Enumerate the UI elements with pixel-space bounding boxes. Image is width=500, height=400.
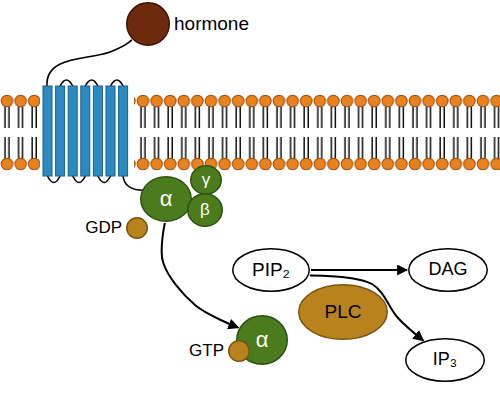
node-ellipse (141, 177, 192, 222)
node-label: α (160, 187, 173, 211)
text-holder: PIP₂ (232, 248, 310, 292)
node-label: γ (202, 171, 211, 190)
text-holder: PLC (298, 284, 388, 340)
receptor-loop (98, 176, 111, 183)
node-ellipse (127, 3, 170, 46)
receptor-helices (43, 86, 128, 176)
node-ellipse (127, 218, 148, 239)
receptor-helix (119, 86, 128, 176)
text-holder: DAG (408, 248, 488, 292)
text-holder: IP₃ (405, 338, 485, 382)
reaction-arrow (311, 269, 407, 271)
node-label: IP₃ (433, 350, 457, 370)
text-holder: α (140, 176, 192, 222)
text-holder: GTP (189, 340, 224, 362)
receptor-loop (73, 176, 86, 183)
receptor-loop (48, 176, 61, 183)
plc-enzyme: PLC (298, 284, 388, 340)
receptor-loops (47, 40, 148, 190)
node-label: GDP (85, 219, 122, 238)
node-label: α (256, 328, 269, 352)
text-holder: hormone (174, 2, 249, 46)
node-ellipse (406, 339, 485, 382)
node-ellipse (299, 285, 388, 340)
node-label: PLC (325, 302, 362, 323)
node-label: β (200, 201, 210, 220)
node-ellipse (191, 166, 222, 195)
text-holder: β (187, 193, 223, 227)
g-gamma-subunit: γ (190, 165, 222, 195)
text-holder: GDP (85, 217, 122, 239)
gtp-molecule: GTP (228, 340, 250, 362)
g-beta-subunit: β (187, 193, 223, 227)
receptor-helix (43, 86, 52, 176)
pip2-lipid: PIP₂ (232, 248, 310, 292)
node-ellipse (188, 194, 223, 227)
receptor-helix (93, 86, 102, 176)
g-alpha-subunit: α (140, 176, 192, 222)
node-label: hormone (174, 14, 249, 35)
node-outline (126, 217, 148, 239)
node-ellipse (229, 341, 250, 362)
dag-product: DAG (408, 248, 488, 292)
gdp-molecule: GDP (126, 217, 148, 239)
receptor-helix (68, 86, 77, 176)
hormone-molecule: hormone (126, 2, 170, 46)
node-ellipse (233, 249, 310, 292)
node-label: PIP₂ (252, 260, 290, 281)
node-outline (228, 340, 250, 362)
receptor-helix (56, 86, 65, 176)
receptor-helix (81, 86, 90, 176)
receptor-loop (85, 80, 98, 86)
text-holder: γ (190, 165, 222, 195)
receptor-loop (111, 80, 124, 86)
node-outline (126, 2, 170, 46)
node-label: GTP (189, 342, 224, 361)
node-label: DAG (428, 260, 467, 280)
receptor-helix (106, 86, 115, 176)
node-ellipse (409, 249, 488, 292)
receptor-n-terminus (47, 40, 132, 86)
ip3-product: IP₃ (405, 338, 485, 382)
reaction-arrow (162, 223, 239, 328)
reaction-arrow (310, 275, 423, 340)
receptor-loop (60, 80, 73, 86)
